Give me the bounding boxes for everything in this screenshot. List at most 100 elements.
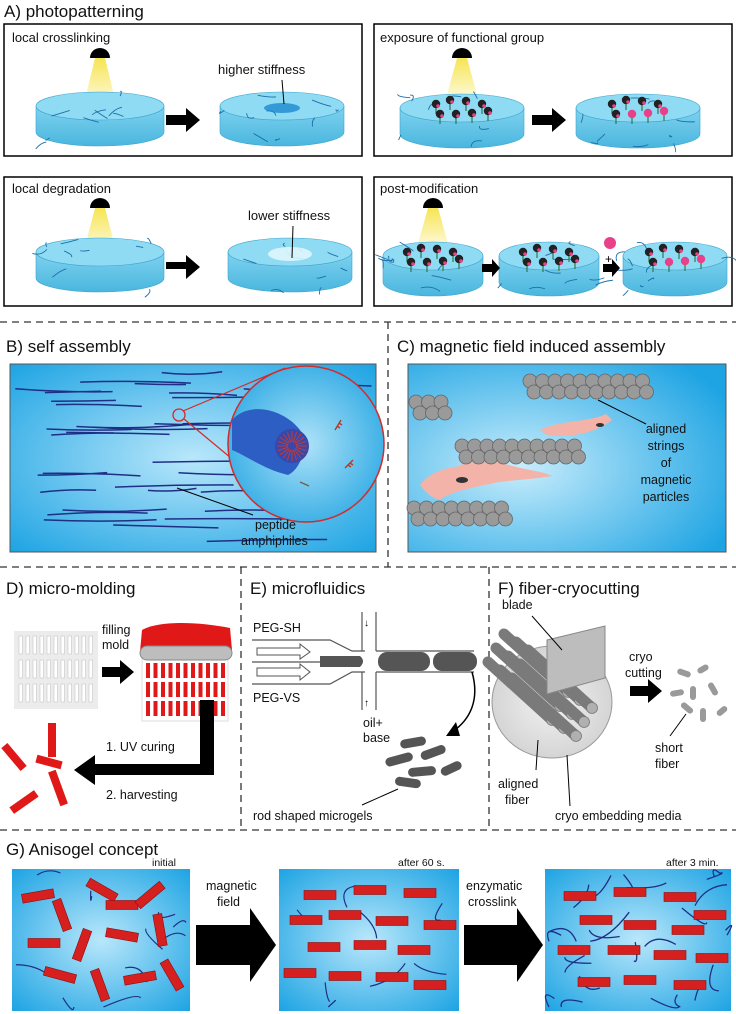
lower-stiffness-pointer [291, 225, 294, 259]
collect-arrowhead [446, 722, 460, 736]
lamp-head [90, 198, 110, 208]
polymer-strand [694, 884, 728, 906]
crosslinking-arrow [166, 108, 200, 132]
microgel-rod [623, 975, 657, 985]
network-strand [257, 94, 276, 98]
rod [35, 754, 63, 770]
mold-slot [32, 659, 37, 679]
mold-slot [53, 635, 58, 655]
microfluidics-title: E) microfluidics [250, 579, 365, 598]
group-dot [642, 101, 646, 105]
network-strand [335, 109, 339, 112]
network-strand [389, 258, 395, 263]
amphiphile [277, 446, 289, 452]
amphiphile [279, 436, 290, 445]
polymer-strand [560, 999, 583, 1008]
peptide-fiber [66, 431, 170, 436]
postmod-arrow-2 [603, 259, 620, 277]
active-group [664, 257, 674, 267]
network-strand [246, 113, 255, 119]
anisogel-contents [15, 869, 733, 1011]
peptide-fiber [40, 489, 97, 494]
postmod-arrow-1 [482, 259, 500, 277]
hydrogel-disc [397, 91, 525, 149]
filled-slot [176, 663, 180, 678]
microgel [440, 761, 462, 776]
group-dot [616, 114, 620, 118]
network-strand [622, 289, 629, 296]
peg-vs-label: PEG-VS [253, 691, 300, 705]
group-dot [488, 111, 492, 115]
peptide-fiber [46, 428, 132, 431]
hydrogel-disc [575, 93, 701, 153]
filled-slot [146, 701, 150, 716]
local-crosslinking-label: local crosslinking [12, 30, 110, 45]
magnetic-arrow-label-2: field [217, 895, 240, 909]
section-self-assembly: B) self assembly peptide amphiphiles [6, 337, 385, 553]
filled-slot [168, 663, 173, 678]
group-dot [658, 104, 662, 108]
cutting-arrow [630, 679, 662, 703]
amphiphile [282, 433, 291, 444]
media-label: cryo embedding media [555, 809, 682, 823]
group-dot [663, 248, 667, 252]
microgel-rod [557, 945, 591, 955]
microgel-pointer [361, 788, 399, 806]
group-dot [411, 262, 415, 266]
harvested-rods [1, 723, 68, 814]
microgel-rod [159, 958, 185, 992]
peptide-fiber [80, 380, 191, 384]
microgel-rod [397, 945, 431, 955]
polymer-strand [644, 938, 677, 947]
mold-slot [39, 635, 44, 655]
group-dot [569, 252, 573, 256]
stiff-region [264, 103, 300, 113]
magnetic-label-line: particles [643, 490, 690, 504]
peptide-fibers [15, 370, 372, 543]
photopatterning-title: A) photopatterning [4, 2, 144, 21]
short-fiber-pointer [669, 713, 687, 737]
filled-slot [168, 701, 173, 716]
group-dot [553, 249, 557, 253]
group-dot [450, 100, 454, 104]
filled-slot [153, 682, 158, 697]
microgel-rod [607, 945, 641, 955]
degradation-arrow [166, 255, 200, 279]
oil-flow-up: ↑ [364, 698, 369, 709]
hydrogel-disc [219, 91, 345, 147]
filled-slot [221, 682, 225, 697]
peptide-fiber [206, 538, 328, 543]
section-microfluidics: E) microfluidics ↓ ↑ PEG-SH PEG-VS oil+ … [250, 579, 477, 823]
hydrogel-disc [497, 241, 613, 297]
group-dot [527, 262, 531, 266]
network-strand [564, 278, 578, 284]
cutting-label: cutting [625, 666, 662, 680]
microgel-rod [134, 880, 166, 910]
amphiphile [295, 446, 307, 452]
network-strand [590, 142, 599, 144]
microgel-rod [563, 891, 597, 901]
mold-slot [32, 635, 37, 655]
polymer-strand [706, 872, 723, 880]
network-strand [60, 239, 79, 245]
fiber-end [586, 702, 598, 714]
network-strand [274, 138, 281, 141]
network-strand [673, 143, 677, 153]
section-photopatterning: A) photopatterning local crosslinking hi… [3, 2, 736, 307]
microgel-rod [152, 913, 168, 947]
filled-slot [206, 682, 210, 697]
peptide-fiber [37, 471, 108, 476]
microgel-rod [71, 928, 93, 962]
amphiphile [293, 448, 302, 459]
filled-slot [213, 682, 218, 697]
uv-curing-label: 1. UV curing [106, 740, 175, 754]
mold-slot [18, 683, 23, 703]
network-strand [451, 95, 462, 98]
mold-slots [18, 635, 93, 703]
mold-slot [60, 635, 65, 655]
group-dot [443, 261, 447, 265]
plus-sign: + [605, 252, 612, 266]
filled-slot [161, 663, 165, 678]
harvesting-label: 2. harvesting [106, 788, 178, 802]
network-strand [596, 133, 606, 142]
